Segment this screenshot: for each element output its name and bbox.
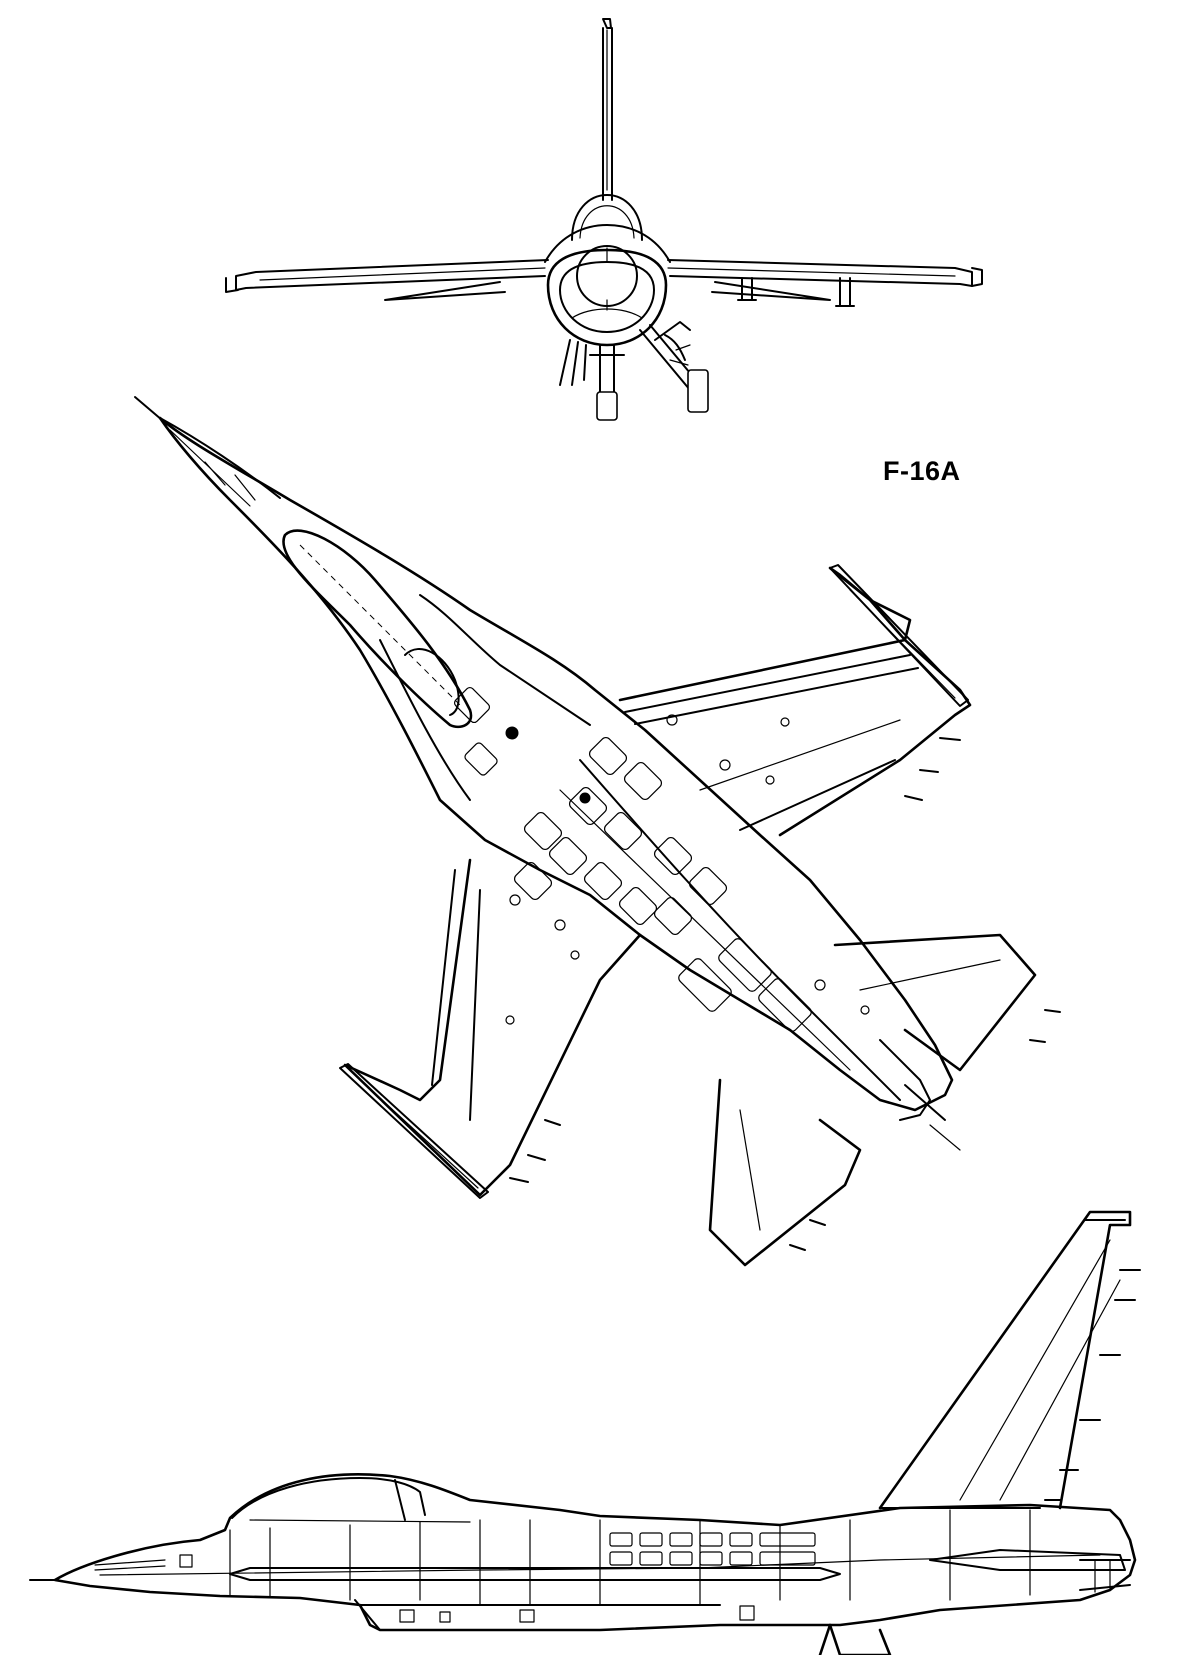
- front-view: [225, 18, 983, 421]
- plan-view: [134, 396, 1061, 1267]
- side-view: [29, 1210, 1141, 1655]
- aircraft-designation-title: F-16A: [883, 456, 961, 486]
